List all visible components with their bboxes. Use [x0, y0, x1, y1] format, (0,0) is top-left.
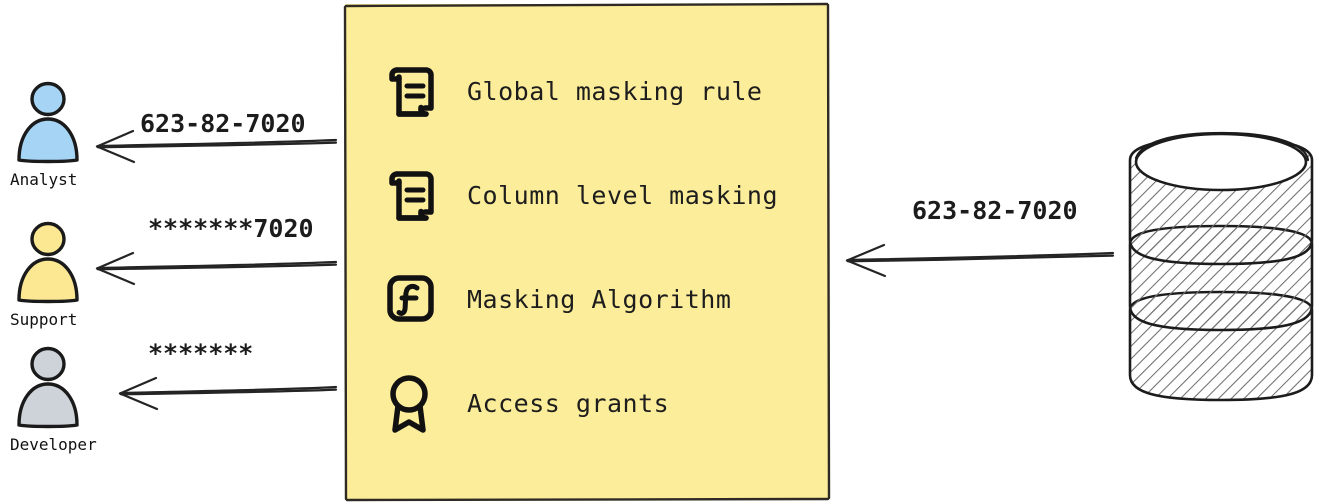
actor-developer[interactable]: Developer	[8, 345, 128, 454]
arrow-to-support	[95, 251, 338, 286]
actor-label: Support	[10, 310, 78, 329]
flow-label-support: *******7020	[148, 214, 314, 243]
policy-item-label: Masking Algorithm	[467, 285, 732, 314]
function-icon	[383, 271, 437, 329]
database-cylinder-icon	[1128, 131, 1314, 402]
policy-item-label: Column level masking	[467, 181, 779, 210]
policy-item-column-level-masking[interactable]: Column level masking	[383, 158, 813, 233]
policy-item-global-masking-rule[interactable]: Global masking rule	[383, 54, 813, 129]
policy-item-label: Global masking rule	[467, 77, 763, 106]
scroll-icon	[383, 167, 437, 225]
arrow-database-to-panel	[845, 243, 1115, 278]
award-icon	[383, 374, 437, 433]
actor-label: Developer	[10, 435, 97, 454]
policy-item-masking-algorithm[interactable]: Masking Algorithm	[383, 262, 813, 337]
policy-item-access-grants[interactable]: Access grants	[383, 366, 813, 441]
policy-item-list: Global masking rule Column level masking	[383, 54, 813, 470]
person-icon	[17, 81, 79, 164]
flow-label-database: 623-82-7020	[912, 196, 1078, 225]
person-icon	[17, 346, 79, 429]
arrow-to-developer	[118, 376, 338, 411]
actor-label: Analyst	[10, 170, 78, 189]
actor-support[interactable]: Support	[8, 220, 128, 329]
scroll-icon	[383, 63, 437, 121]
policy-item-label: Access grants	[467, 389, 670, 418]
flow-label-developer: *******	[148, 339, 254, 368]
actor-analyst[interactable]: Analyst	[8, 80, 128, 189]
person-icon	[17, 221, 79, 304]
flow-label-analyst: 623-82-7020	[140, 109, 306, 138]
masking-policy-panel: Global masking rule Column level masking	[345, 4, 829, 500]
